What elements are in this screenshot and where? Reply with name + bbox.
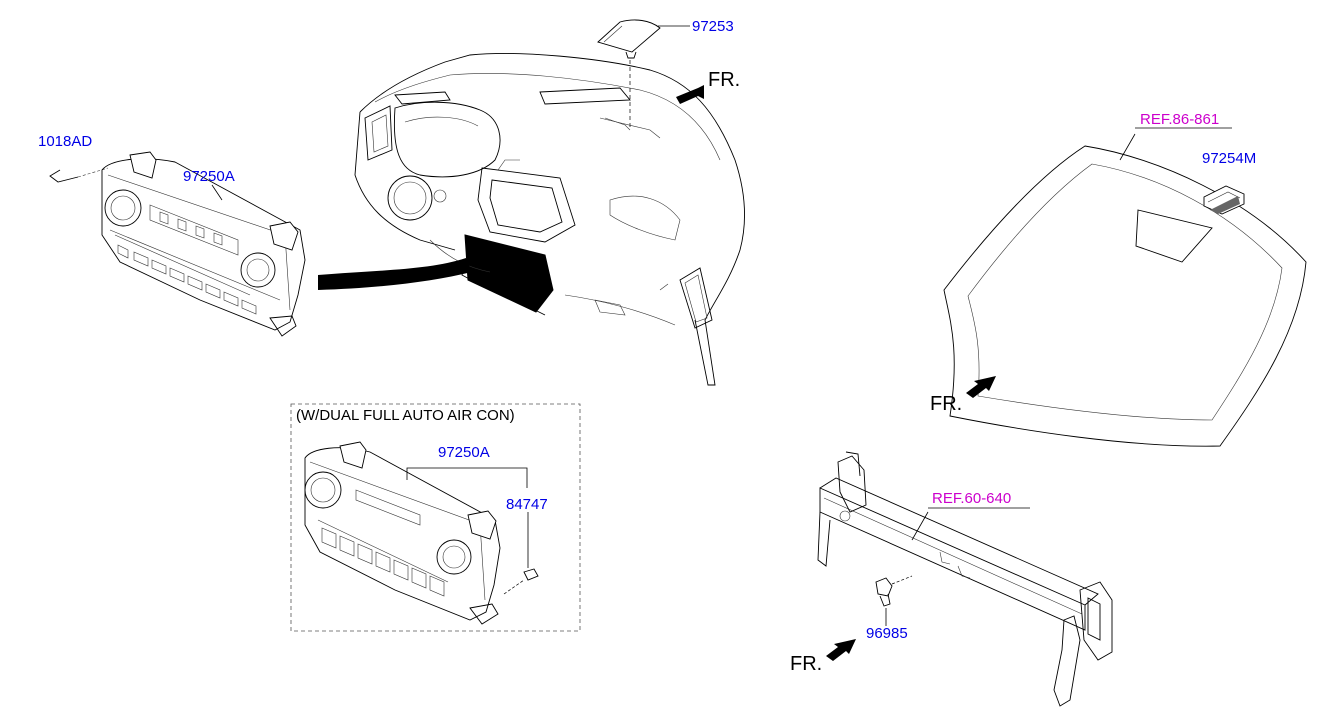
label-96985[interactable]: 96985 (866, 625, 908, 642)
fr-arrow-crossmember (826, 639, 856, 661)
label-1018ad[interactable]: 1018AD (38, 133, 92, 150)
panel-location-pointer (318, 258, 472, 290)
fr-label-crossmember: FR. (790, 653, 822, 675)
windshield-drawing (943, 127, 1307, 447)
label-97254m[interactable]: 97254M (1202, 150, 1256, 167)
speaker-97253-drawing (597, 19, 690, 128)
fr-arrow-windshield (966, 376, 996, 398)
dashboard-drawing (354, 53, 746, 386)
fr-label-windshield: FR. (930, 393, 962, 415)
label-97250a-dual[interactable]: 97250A (438, 444, 490, 461)
label-97250a-top[interactable]: 97250A (183, 168, 235, 185)
label-dual-variant-note: (W/DUAL FULL AUTO AIR CON) (296, 407, 515, 424)
fr-arrow-dashboard (676, 85, 704, 104)
label-97253[interactable]: 97253 (692, 18, 734, 35)
fr-label-dashboard: FR. (708, 69, 740, 91)
label-84747[interactable]: 84747 (506, 496, 548, 513)
crossmember-drawing (817, 451, 1113, 707)
dual-variant-box (290, 403, 581, 632)
label-ref-86-861[interactable]: REF.86-861 (1140, 111, 1219, 128)
control-panel-top-drawing (49, 151, 306, 337)
label-ref-60-640[interactable]: REF.60-640 (932, 490, 1011, 507)
control-panel-dual-drawing (304, 441, 539, 625)
